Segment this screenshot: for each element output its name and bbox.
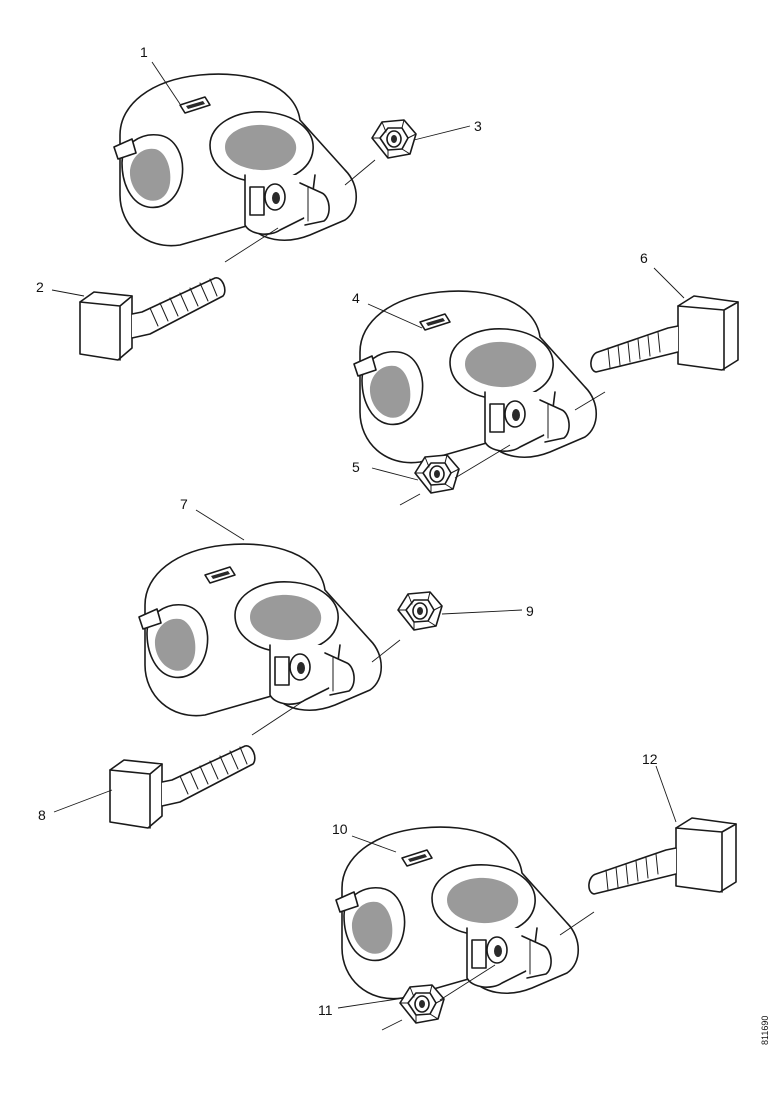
assembly-axis-1b <box>344 159 376 186</box>
assembly-axis-2c <box>574 391 606 411</box>
clamp-part-4 <box>353 290 598 464</box>
t-bolt-part-6 <box>590 295 739 373</box>
assembly-axis-1 <box>224 227 279 263</box>
assembly-axis-2 <box>399 493 421 506</box>
callout-3: 3 <box>474 118 482 134</box>
clamp-part-7 <box>138 543 383 717</box>
callout-7: 7 <box>180 496 188 512</box>
assembly-axis-2b <box>454 444 511 479</box>
clamp-part-10 <box>335 826 580 1000</box>
callout-4: 4 <box>352 290 360 306</box>
leader-lines <box>51 61 685 1009</box>
t-bolt-part-8 <box>109 745 256 829</box>
callout-8: 8 <box>38 807 46 823</box>
assembly-axis-3 <box>251 699 306 736</box>
callout-9: 9 <box>526 603 534 619</box>
callout-10: 10 <box>332 821 348 837</box>
callout-6: 6 <box>640 250 648 266</box>
assembly-axis-3b <box>371 639 401 663</box>
hex-nut-part-9 <box>397 591 443 631</box>
t-bolt-part-2 <box>79 277 226 361</box>
figure-code: 811690 <box>760 1016 770 1045</box>
assembly-axis-4c <box>559 911 595 936</box>
callout-5: 5 <box>352 459 360 475</box>
clamp-part-1 <box>113 73 358 247</box>
t-bolt-part-12 <box>588 817 737 895</box>
callout-2: 2 <box>36 279 44 295</box>
assembly-axis-4b <box>439 964 496 1001</box>
callout-12: 12 <box>642 751 658 767</box>
hex-nut-part-3 <box>371 119 417 159</box>
assembly-axis-4 <box>381 1019 403 1031</box>
callout-11: 11 <box>318 1002 333 1018</box>
callout-1: 1 <box>140 44 148 60</box>
